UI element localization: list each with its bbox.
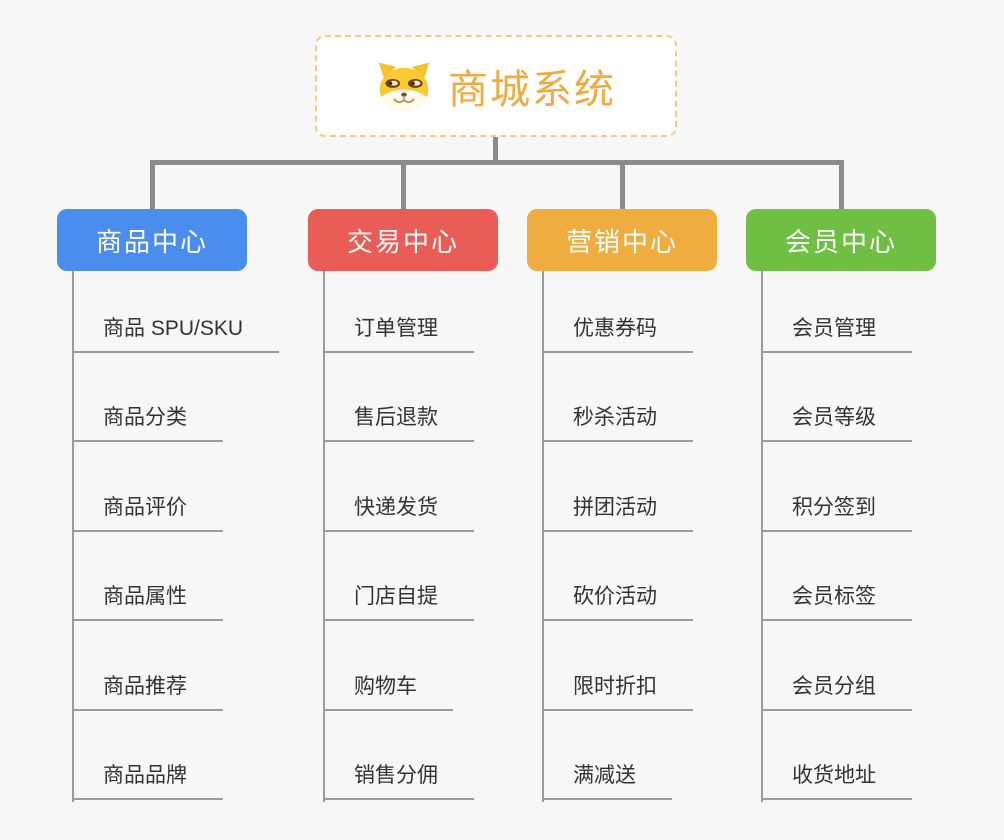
- leaf-node[interactable]: 售后退款: [324, 403, 474, 442]
- leaf-node[interactable]: 商品品牌: [73, 761, 223, 800]
- connector-bus-line: [150, 160, 843, 165]
- leaf-node[interactable]: 会员等级: [762, 403, 912, 442]
- leaf-node[interactable]: 会员分组: [762, 672, 912, 711]
- leaf-node[interactable]: 会员管理: [762, 314, 912, 353]
- leaf-node[interactable]: 商品属性: [73, 582, 223, 621]
- branch-node-3[interactable]: 营销中心: [527, 209, 717, 271]
- branch-column: 营销中心 优惠券码秒杀活动拼团活动砍价活动限时折扣满减送: [527, 209, 785, 840]
- leaf-node[interactable]: 商品 SPU/SKU: [73, 314, 280, 353]
- branch-node-4[interactable]: 会员中心: [746, 209, 936, 271]
- branch-label: 交易中心: [346, 226, 459, 257]
- branch-connector-line: [323, 271, 325, 802]
- branch-column: 交易中心 订单管理售后退款快递发货门店自提购物车销售分佣: [308, 209, 566, 840]
- connector-drop-line: [839, 160, 844, 210]
- branch-column: 商品中心 商品 SPU/SKU 商品分类商品评价商品属性商品推荐商品品牌: [57, 209, 315, 840]
- leaf-node[interactable]: 会员标签: [762, 582, 912, 621]
- branch-connector-line: [72, 271, 74, 802]
- branch-label: 商品中心: [95, 226, 208, 257]
- branch-column: 会员中心 会员管理会员等级积分签到会员标签会员分组收货地址: [746, 209, 1004, 840]
- root-connector-stub: [493, 137, 498, 162]
- leaf-node[interactable]: 销售分佣: [324, 761, 474, 800]
- branch-connector-line: [542, 271, 544, 802]
- leaf-node[interactable]: 商品推荐: [73, 672, 223, 711]
- leaf-node[interactable]: 满减送: [543, 761, 672, 800]
- leaf-node[interactable]: 商品评价: [73, 493, 223, 532]
- leaf-node[interactable]: 门店自提: [324, 582, 474, 621]
- leaf-node[interactable]: 收货地址: [762, 761, 912, 800]
- connector-drop-line: [401, 160, 406, 210]
- branch-node-2[interactable]: 交易中心: [308, 209, 498, 271]
- leaf-node[interactable]: 购物车: [324, 672, 453, 711]
- branch-connector-line: [761, 271, 763, 802]
- leaf-node[interactable]: 秒杀活动: [543, 403, 693, 442]
- leaf-node[interactable]: 限时折扣: [543, 672, 693, 711]
- branch-label: 营销中心: [565, 226, 678, 257]
- root-node[interactable]: 商城系统: [315, 35, 677, 137]
- connector-drop-line: [150, 160, 155, 210]
- leaf-node[interactable]: 优惠券码: [543, 314, 693, 353]
- root-title: 商城系统: [448, 68, 616, 112]
- leaf-node[interactable]: 积分签到: [762, 493, 912, 532]
- leaf-node[interactable]: 快递发货: [324, 493, 474, 532]
- branch-label: 会员中心: [784, 226, 897, 257]
- branch-node-1[interactable]: 商品中心: [57, 209, 247, 271]
- leaf-node[interactable]: 拼团活动: [543, 493, 693, 532]
- connector-drop-line: [620, 160, 625, 210]
- leaf-node[interactable]: 商品分类: [73, 403, 223, 442]
- leaf-node[interactable]: 订单管理: [324, 314, 474, 353]
- leaf-node[interactable]: 砍价活动: [543, 582, 693, 621]
- doge-icon: [376, 60, 432, 112]
